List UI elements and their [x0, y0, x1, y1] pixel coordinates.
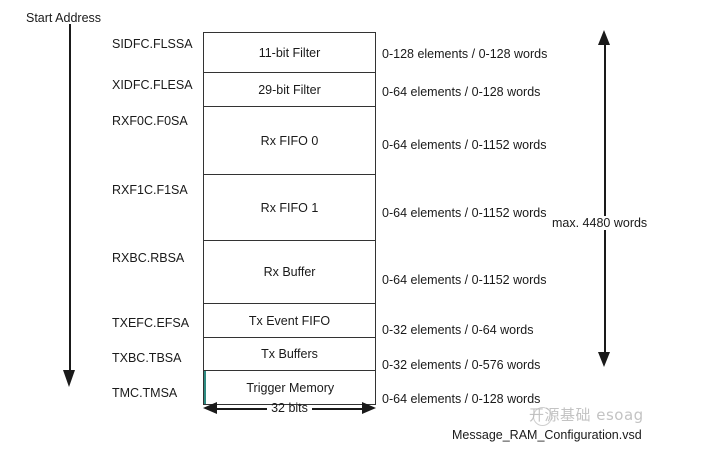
memory-block: Tx Buffers: [204, 338, 375, 371]
register-label: TMC.TMSA: [112, 385, 178, 400]
width-arrow-right-icon: [362, 402, 376, 414]
total-size-arrow-up-icon: [598, 30, 610, 45]
total-size-label: max. 4480 words: [549, 216, 651, 230]
memory-map-column: 11-bit Filter 29-bit Filter Rx FIFO 0 Rx FI…: [203, 32, 376, 405]
memory-block: Rx Buffer: [204, 241, 375, 304]
register-label: RXF1C.F1SA: [112, 183, 188, 198]
memory-block-label: 29-bit Filter: [258, 82, 321, 97]
total-size-arrow-down-icon: [598, 352, 610, 367]
register-label: TXEFC.EFSA: [112, 315, 190, 330]
start-address-axis-line: [69, 24, 71, 372]
capacity-label: 0-64 elements / 0-1152 words: [382, 272, 547, 287]
capacity-label: 0-128 elements / 0-128 words: [382, 46, 548, 61]
memory-block-label: Trigger Memory: [246, 380, 335, 395]
register-label: XIDFC.FLESA: [112, 78, 193, 93]
memory-block-label: Rx Buffer: [263, 265, 316, 279]
capacity-label: 0-64 elements / 0-128 words: [382, 392, 541, 407]
memory-block-label: Tx Buffers: [261, 347, 318, 361]
capacity-label: 0-64 elements / 0-1152 words: [382, 137, 547, 152]
register-label: TXBC.TBSA: [112, 351, 182, 366]
memory-block: 11-bit Filter: [204, 33, 375, 73]
memory-block: Rx FIFO 0: [204, 107, 375, 175]
register-label: SIDFC.FLSSA: [112, 36, 193, 51]
width-arrow-left-icon: [203, 402, 217, 414]
source-filename-label: Message_RAM_Configuration.vsd: [452, 428, 642, 442]
start-address-arrow-icon: [63, 370, 75, 387]
bit-width-marker: 32 bits: [203, 401, 376, 417]
register-label: RXF0C.F0SA: [112, 113, 188, 128]
memory-block: Trigger Memory: [203, 371, 375, 404]
capacity-label: 0-64 elements / 0-128 words: [382, 85, 541, 100]
watermark-circle-icon: [533, 407, 552, 426]
capacity-label: 0-64 elements / 0-1152 words: [382, 206, 547, 221]
bit-width-label: 32 bits: [271, 401, 308, 415]
total-size-axis-line: [604, 42, 606, 354]
memory-block: 29-bit Filter: [204, 73, 375, 107]
capacity-label: 0-32 elements / 0-64 words: [382, 322, 534, 337]
memory-block: Rx FIFO 1: [204, 175, 375, 241]
width-line-left: [215, 408, 267, 410]
start-address-title: Start Address: [26, 11, 102, 25]
memory-block-label: 11-bit Filter: [258, 45, 321, 60]
width-line-right: [312, 408, 364, 410]
register-label: RXBC.RBSA: [112, 251, 185, 265]
memory-block-label: Rx FIFO 0: [260, 133, 319, 148]
watermark-text: 开源基础 esoag: [529, 406, 644, 424]
memory-block-label: Tx Event FIFO: [248, 313, 331, 328]
memory-block: Tx Event FIFO: [204, 304, 375, 338]
capacity-label: 0-32 elements / 0-576 words: [382, 357, 541, 372]
memory-block-label: Rx FIFO 1: [260, 200, 319, 215]
